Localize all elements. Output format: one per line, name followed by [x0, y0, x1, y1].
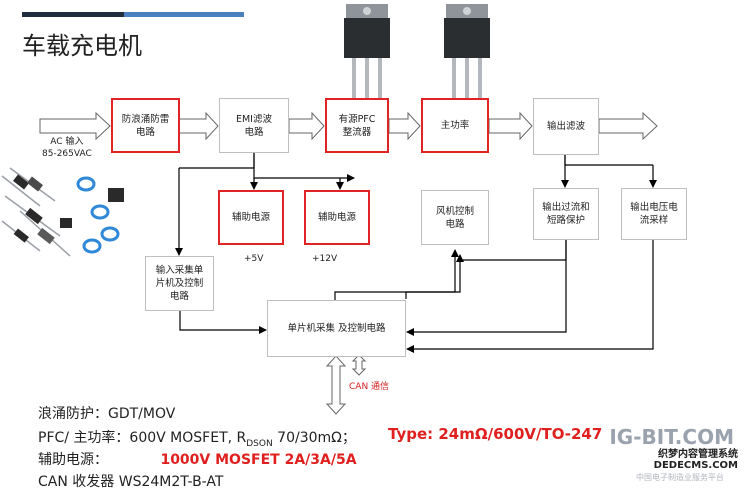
fan-control-block: 风机控制 电路 — [421, 190, 489, 245]
surge-protection-block: 防浪涌防雷 电路 — [111, 98, 180, 153]
spec-type: Type: 24mΩ/600V/TO-247 — [388, 425, 603, 443]
protection-components-image — [1, 167, 124, 257]
spec-can: CAN 收发器 WS24M2T-B-AT — [38, 474, 224, 490]
mcu-control-block: 单片机采集 及控制电路 — [267, 300, 406, 357]
aux-power-block-1: 辅助电源 — [218, 190, 284, 245]
title-accent-bar — [22, 12, 124, 17]
overcurrent-protection-block: 输出过流和 短路保护 — [533, 188, 599, 240]
page-title: 车载充电机 — [22, 32, 142, 60]
spec-aux: 辅助电源： 1000V MOSFET 2A/3A/5A — [38, 452, 357, 468]
can-comm-label: CAN 通信 — [349, 382, 390, 392]
plus12v-label: +12V — [312, 254, 338, 264]
emi-filter-block: EMI滤波 电路 — [219, 98, 289, 153]
main-power-block: 主功率 — [421, 98, 489, 153]
aux-power-block-2: 辅助电源 — [304, 190, 370, 245]
watermark-logo: IG-BIT.COM — [609, 425, 734, 449]
input-mcu-block: 输入采集单 片机及控制 电路 — [145, 256, 214, 311]
title-accent-bar-blue — [124, 12, 244, 17]
watermark-sub: 中国电子制造业服务平台 — [636, 473, 724, 482]
watermark: IG-BIT.COM 织梦内容管理系统 DEDECMS.COM 中国电子制造业服… — [594, 423, 744, 485]
spec-surge: 浪涌防护：GDT/MOV — [38, 406, 176, 422]
voltage-sampling-block: 输出电压电 流采样 — [621, 188, 687, 240]
plus5v-label: +5V — [244, 254, 264, 264]
mosfet-image-1 — [344, 4, 390, 98]
watermark-overlay: 织梦内容管理系统 DEDECMS.COM — [653, 449, 738, 471]
spec-pfc: PFC/ 主功率：600V MOSFET, RDSON 70/30mΩ； — [38, 430, 356, 449]
output-filter-block: 输出滤波 — [533, 98, 599, 155]
ac-input-label: AC 输入 85-265VAC — [42, 137, 92, 159]
pfc-rectifier-block: 有源PFC 整流器 — [325, 98, 389, 153]
mosfet-image-2 — [444, 4, 490, 98]
